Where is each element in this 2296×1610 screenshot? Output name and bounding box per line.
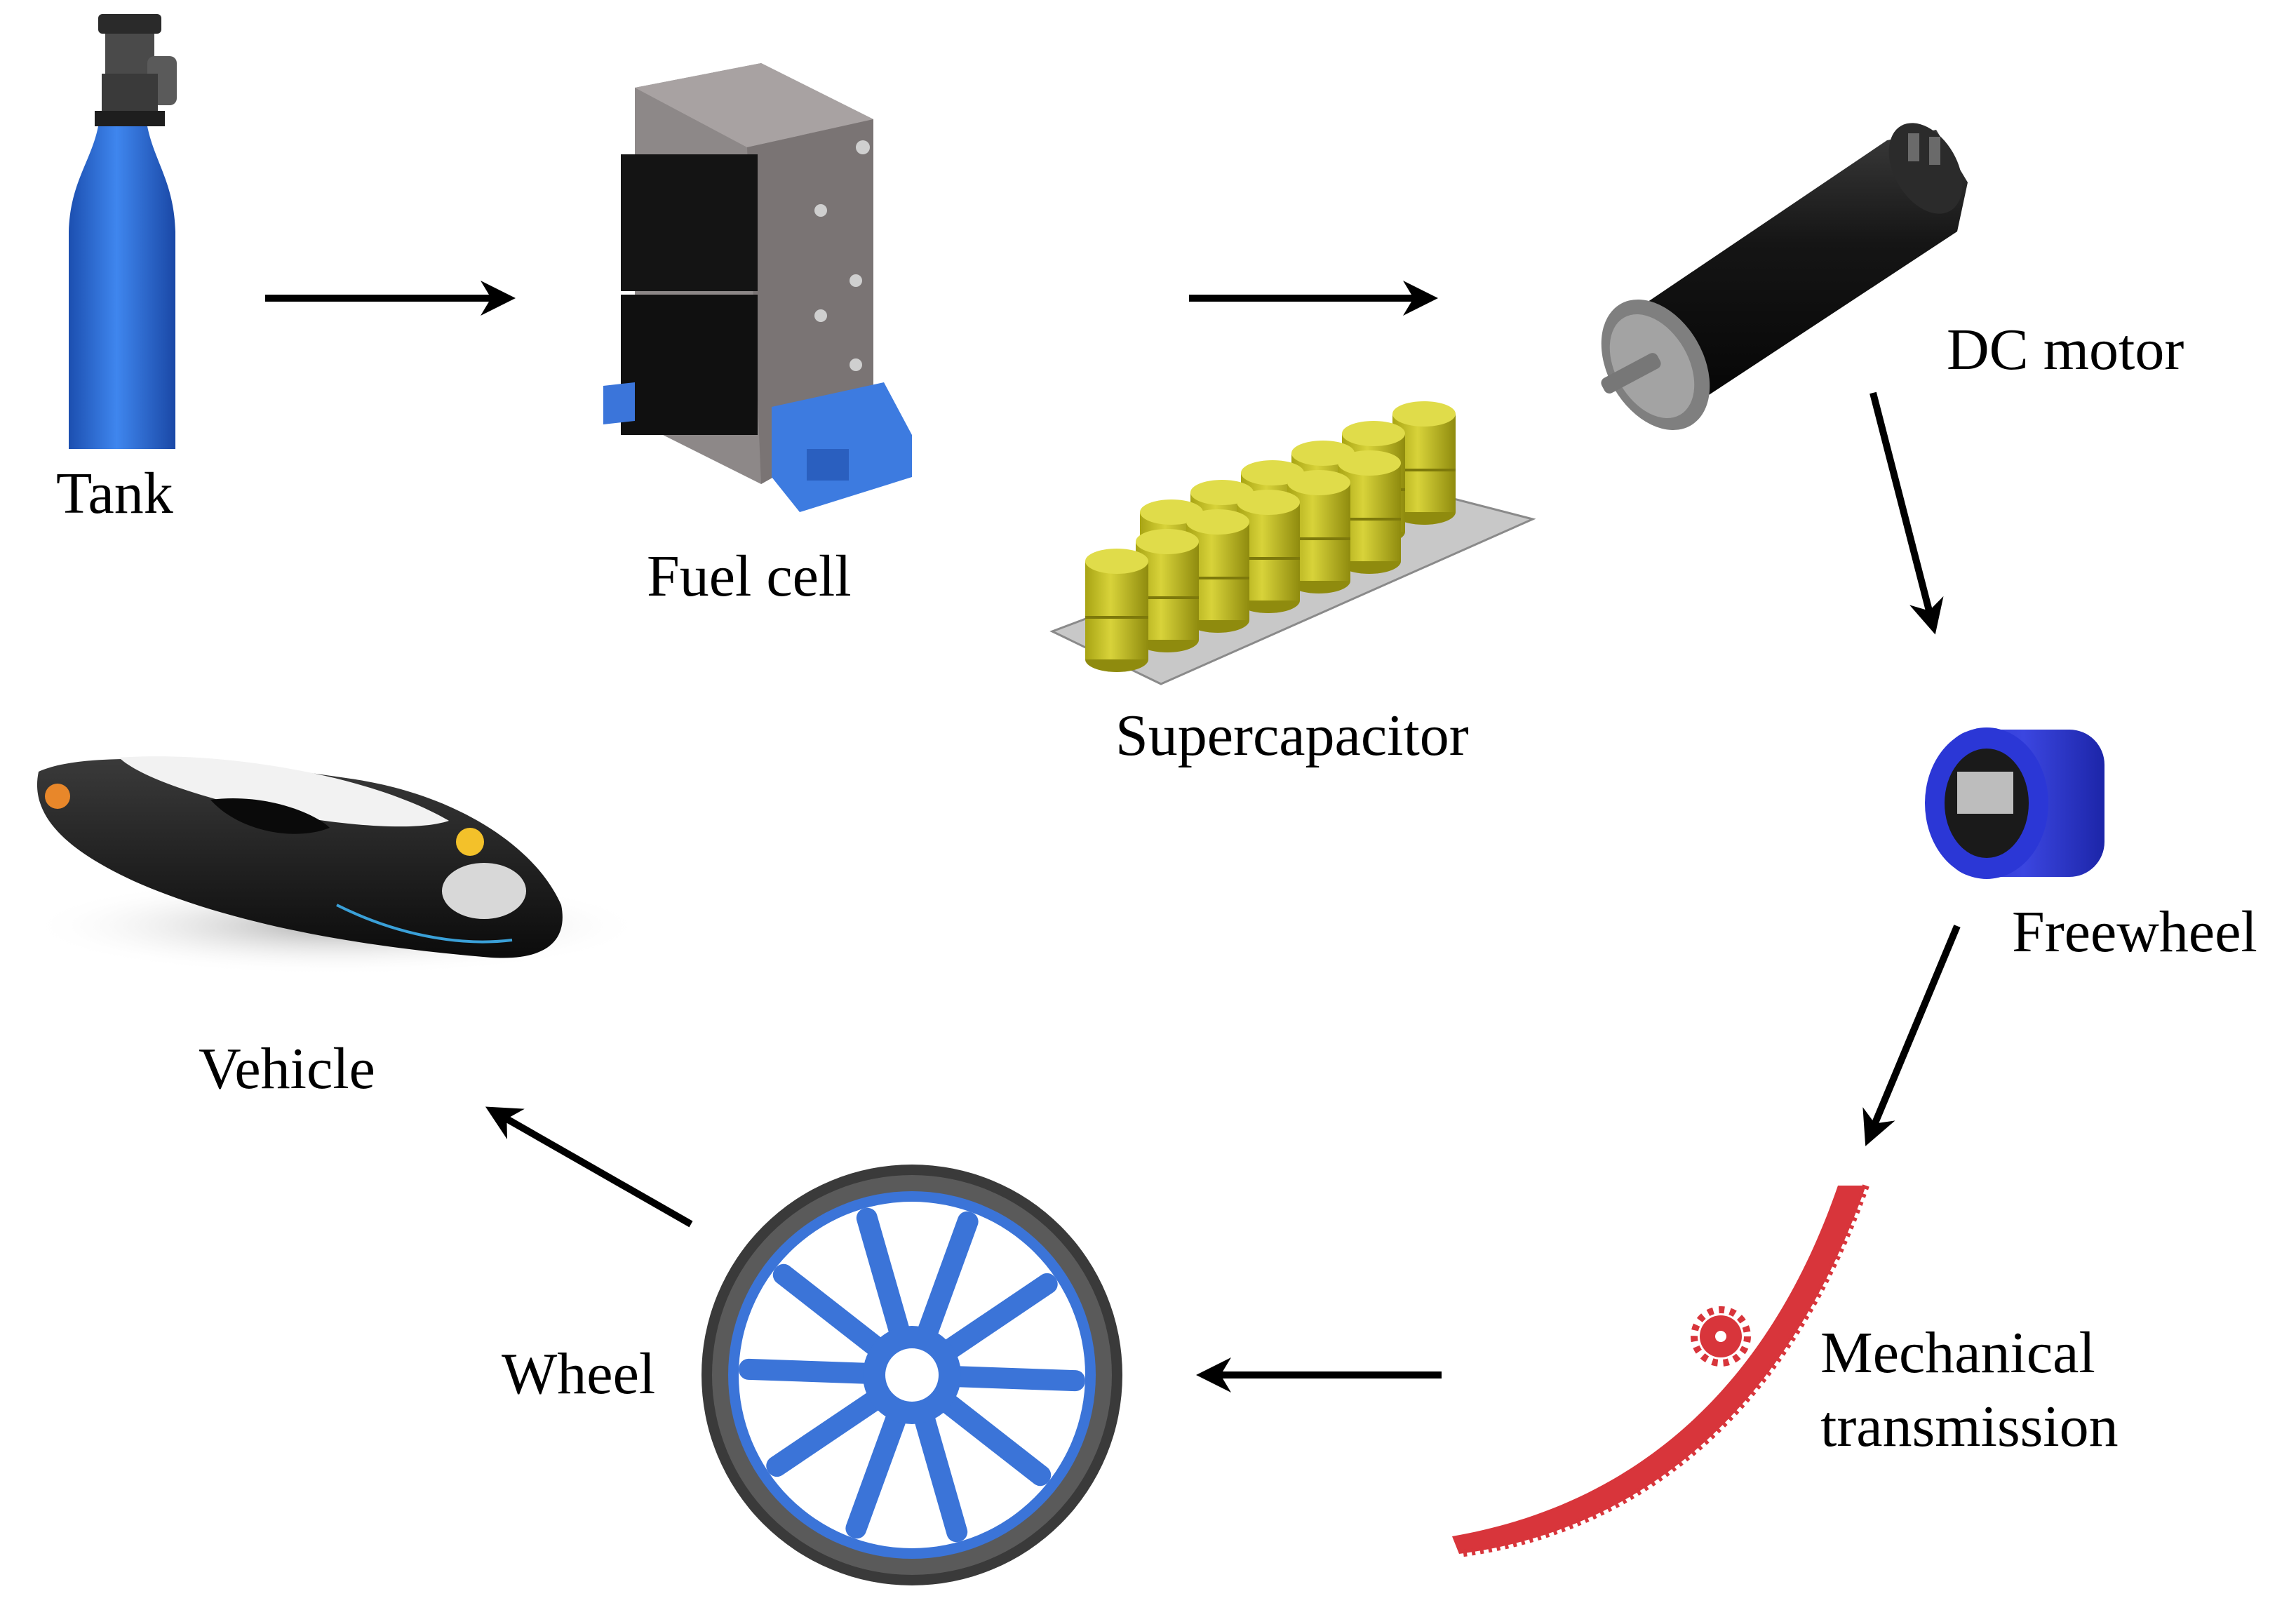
wheel-illustration bbox=[701, 1165, 1122, 1585]
arrow-freewheel-to-transmission bbox=[1862, 925, 1961, 1146]
flow-arrows bbox=[265, 281, 1961, 1393]
label-wheel: Wheel bbox=[502, 1341, 656, 1407]
dc-motor-illustration bbox=[1601, 123, 1968, 431]
tank-illustration bbox=[69, 14, 177, 449]
label-dc-motor: DC motor bbox=[1947, 317, 2184, 382]
label-tank: Tank bbox=[56, 461, 173, 526]
capacitor-cell bbox=[1085, 549, 1148, 672]
vehicle-illustration bbox=[28, 756, 645, 975]
freewheel-illustration bbox=[1925, 727, 2104, 879]
label-freewheel: Freewheel bbox=[2012, 899, 2257, 965]
arrow-wheel-to-vehicle bbox=[485, 1106, 693, 1228]
fuel-cell-illustration bbox=[603, 63, 912, 512]
label-mechanical-transmission-line2: transmission bbox=[1820, 1394, 2119, 1459]
label-supercapacitor: Supercapacitor bbox=[1115, 703, 1469, 768]
label-mechanical-transmission-line1: Mechanical bbox=[1820, 1320, 2095, 1386]
label-fuel-cell: Fuel cell bbox=[647, 544, 852, 609]
arrow-dc-motor-to-freewheel bbox=[1869, 391, 1944, 635]
label-vehicle: Vehicle bbox=[199, 1036, 375, 1101]
supercapacitor-illustration bbox=[1049, 401, 1536, 685]
mechanical-transmission-illustration bbox=[1452, 1184, 1869, 1557]
